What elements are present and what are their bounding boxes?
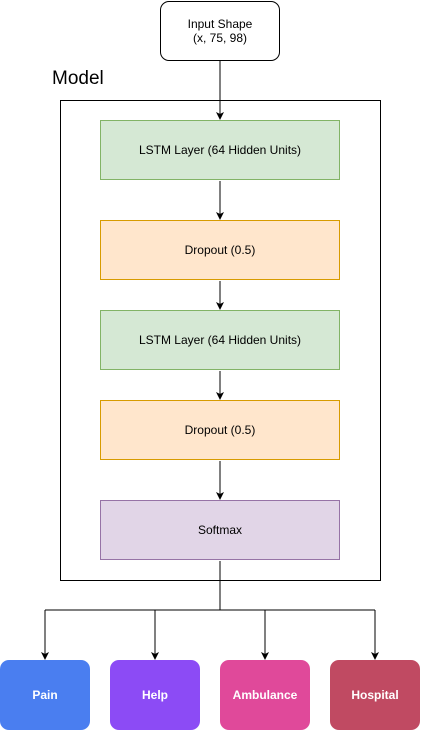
input-shape-dims: (x, 75, 98) — [192, 31, 248, 45]
input-shape-node: Input Shape (x, 75, 98) — [160, 1, 280, 61]
output-ambulance: Ambulance — [220, 660, 310, 730]
output-pain: Pain — [0, 660, 90, 730]
model-container — [60, 100, 381, 581]
output-help: Help — [110, 660, 200, 730]
input-shape-title: Input Shape — [187, 17, 253, 31]
output-hospital: Hospital — [330, 660, 420, 730]
model-label: Model — [52, 68, 104, 89]
dropout-layer-1: Dropout (0.5) — [100, 220, 340, 280]
lstm-layer-2: LSTM Layer (64 Hidden Units) — [100, 310, 340, 370]
dropout-layer-2: Dropout (0.5) — [100, 400, 340, 460]
lstm-layer-1: LSTM Layer (64 Hidden Units) — [100, 120, 340, 180]
softmax-layer: Softmax — [100, 500, 340, 560]
